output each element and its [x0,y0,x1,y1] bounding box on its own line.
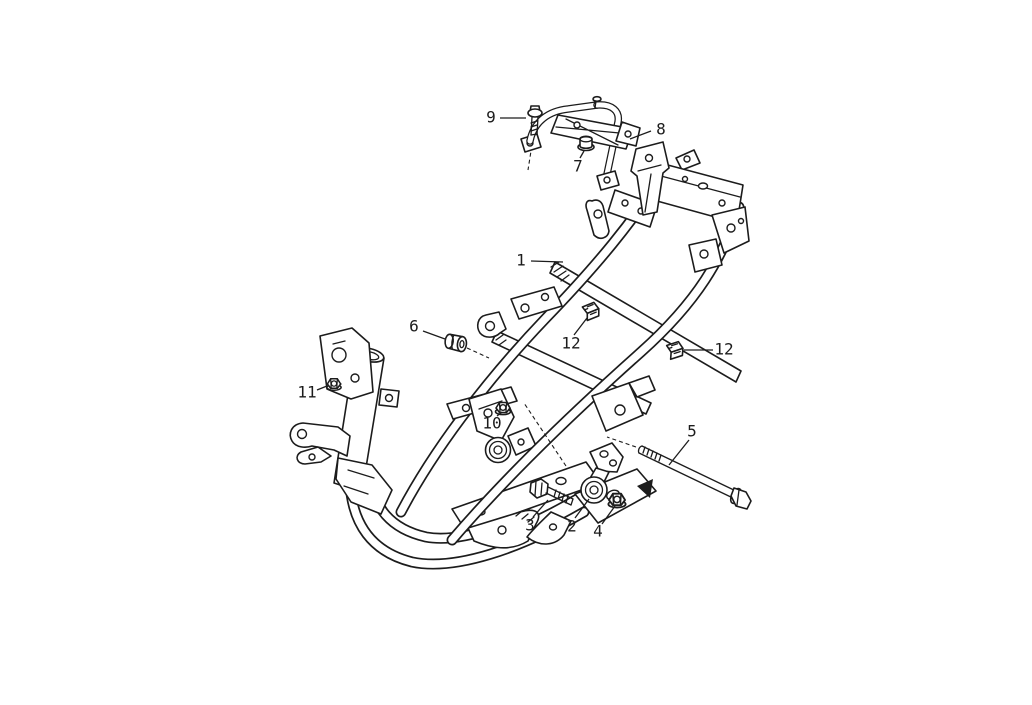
callout-leader-11 [316,385,328,391]
construction-dashes [466,131,637,467]
callout-number-6: 6 [409,317,419,336]
callout-leader-10 [496,411,503,417]
callout-number-3: 3 [525,516,535,535]
callout-leader-1 [530,260,564,263]
nut-part4 [607,492,627,509]
clipnut-part12-left [581,301,601,322]
steering-head [289,327,400,515]
bolt-part9 [527,105,543,136]
callout-leader-2 [574,498,590,519]
callout-number-12: 12 [714,340,733,359]
callout-number-11: 11 [297,383,316,402]
callout-number-12: 12 [561,334,580,353]
nut-part11 [326,378,342,392]
mount-link-part2 [580,442,624,504]
callout-number-9: 9 [486,108,496,127]
callout-leader-6 [422,330,446,340]
callout-number-10: 10 [482,414,501,433]
callout-number-5: 5 [687,422,697,441]
nut-part7 [577,135,595,152]
main-rail-upper [395,176,678,518]
callout-number-4: 4 [593,522,603,541]
bolt-part5 [637,445,752,510]
damper-part6 [444,333,468,353]
callout-leader-12 [573,317,588,336]
main-rail-lower [446,201,745,546]
callout-leader-4 [601,505,616,525]
callout-number-7: 7 [573,157,583,176]
callout-leader-8 [629,130,652,140]
callout-number-1: 1 [516,251,526,270]
callout-number-2: 2 [567,517,577,536]
callout-number-8: 8 [656,120,666,139]
rear-crossmember [630,141,750,254]
callout-leader-7 [579,150,585,159]
bolt-part3 [529,478,574,506]
callout-leader-5 [668,439,690,466]
callout-leader-3 [532,499,549,518]
